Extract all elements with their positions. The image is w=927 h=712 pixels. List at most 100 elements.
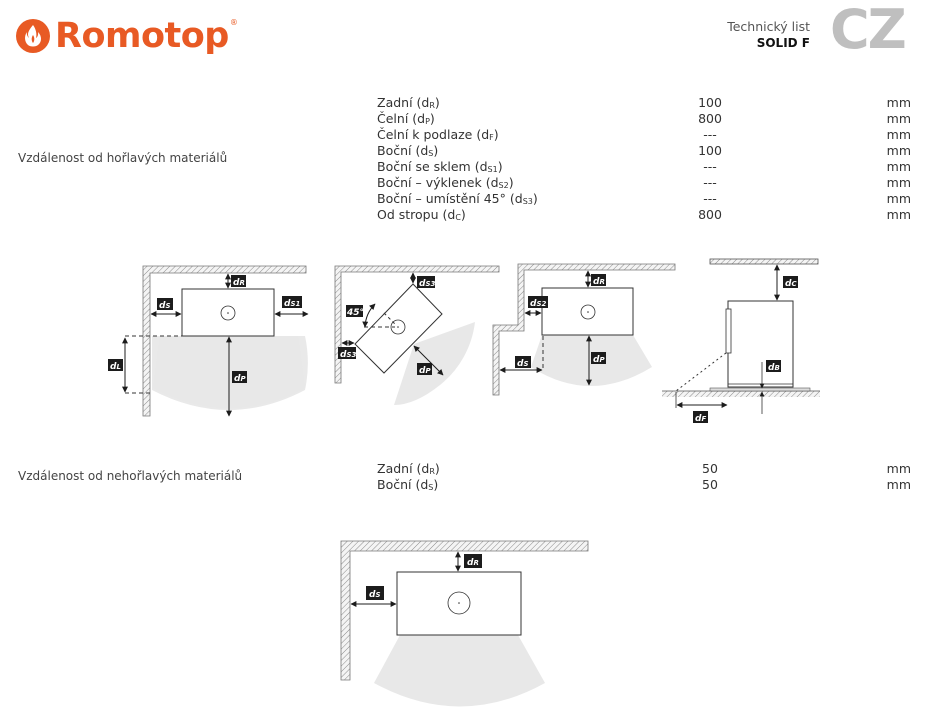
document-type: Technický list [727, 19, 810, 34]
spec-row: Boční – výklenek (dS2) --- mm [377, 175, 911, 191]
svg-text:dS3: dS3 [340, 350, 356, 360]
svg-text:dR: dR [233, 278, 245, 288]
spec-value: --- [703, 159, 717, 174]
label-d-p: dP [417, 363, 432, 376]
spec-name: Boční se sklem (dS1) [377, 159, 503, 174]
floor-hatch [662, 391, 820, 397]
spec-value: 100 [698, 143, 722, 158]
floor-plate [709, 387, 811, 392]
spec-value: 800 [698, 207, 722, 222]
label-d-l: dL [108, 359, 123, 372]
svg-text:45°: 45° [346, 308, 364, 318]
heat-radiation-zone [374, 635, 545, 707]
svg-text:dB: dB [768, 363, 780, 373]
spec-name: Boční (dS) [377, 143, 439, 158]
romotop-logo: Romotop ® [16, 18, 238, 54]
wall-hatch [334, 265, 500, 384]
spec-unit: mm [886, 477, 911, 492]
flue-outlet [220, 305, 236, 321]
label-d-s: dS [515, 356, 531, 369]
spec-value: --- [703, 127, 717, 142]
svg-text:dP: dP [234, 374, 246, 384]
label-d-f: dF [693, 411, 708, 424]
spec-row: Boční (dS) 100 mm [377, 143, 911, 159]
spec-unit: mm [886, 159, 911, 174]
spec-row: Zadní (dR) 100 mm [377, 95, 911, 111]
svg-text:dC: dC [785, 279, 797, 289]
spec-row: Zadní (dR) 50 mm [377, 461, 911, 477]
brand-name: Romotop [55, 16, 229, 56]
model-name: SOLID F [756, 36, 810, 50]
label-d-s1: dS1 [282, 296, 302, 309]
spec-value: 50 [702, 477, 718, 492]
spec-row: Čelní k podlaze (dF)---mm [377, 127, 911, 143]
spec-row: Od stropu (dC) 800 mm [377, 207, 911, 223]
non-flammable-section-label: Vzdálenost od nehořlavých materiálů [18, 469, 243, 483]
spec-row: Boční (dS) 50 mm [377, 477, 911, 493]
svg-text:dS2: dS2 [530, 299, 546, 309]
spec-value: 50 [702, 461, 718, 476]
stove-side [727, 300, 794, 388]
spec-value: 800 [698, 111, 722, 126]
diagram-side-view: dC dB dF [662, 258, 820, 424]
diagram-alcove-placement: dR dS2 dS dP [492, 263, 676, 396]
spec-unit: mm [886, 95, 911, 110]
spec-unit: mm [886, 175, 911, 190]
ceiling-hatch [709, 258, 819, 265]
language-code: CZ [830, 0, 907, 61]
spec-name: Boční – umístění 45° (dS3) [377, 191, 538, 206]
document-header: Technický list SOLID F [727, 18, 810, 52]
label-d-c: dC [783, 276, 798, 289]
flame-icon [16, 19, 50, 53]
diagram-45-degree-placement: 45° dS3 dS3 dP [334, 265, 500, 405]
flue-outlet [390, 319, 406, 335]
spec-name: Boční – výklenek (dS2) [377, 175, 514, 190]
wall-hatch [492, 263, 676, 396]
spec-unit: mm [886, 111, 911, 126]
svg-text:dL: dL [110, 362, 121, 372]
spec-name: Boční (dS) [377, 477, 439, 492]
spec-name: Čelní k podlaze (dF) [377, 127, 499, 142]
registered-mark: ® [229, 17, 238, 27]
label-d-s2: dS2 [528, 296, 548, 309]
spec-row: Čelní (dP) 800 mm [377, 111, 911, 127]
flammable-section-label: Vzdálenost od hořlavých materiálů [18, 151, 228, 165]
label-d-s3-top: dS3 [417, 276, 435, 289]
label-d-r: dR [591, 274, 606, 287]
spec-name: Zadní (dR) [377, 461, 440, 476]
spec-name: Zadní (dR) [377, 95, 440, 110]
label-d-p: dP [232, 371, 247, 384]
svg-text:dS: dS [159, 301, 171, 311]
svg-text:dS3: dS3 [419, 279, 435, 289]
wall-hatch [142, 265, 307, 417]
door-glass [725, 308, 732, 354]
label-d-r: dR [464, 554, 482, 568]
svg-text:dS: dS [517, 359, 529, 369]
spec-name: Od stropu (dC) [377, 207, 466, 222]
flue-outlet [580, 304, 596, 320]
spec-name: Čelní (dP) [377, 111, 435, 126]
svg-text:dP: dP [419, 366, 431, 376]
spec-value: --- [703, 175, 717, 190]
flue-outlet [447, 591, 471, 615]
svg-text:dS1: dS1 [284, 299, 300, 309]
diagram-corner-placement: dR dS dS1 dL dP [108, 265, 309, 417]
svg-text:dR: dR [467, 558, 479, 568]
svg-text:dF: dF [695, 414, 706, 424]
spec-unit: mm [886, 461, 911, 476]
wall-hatch [340, 540, 589, 681]
label-d-s3-left: dS3 [338, 347, 356, 360]
spec-unit: mm [886, 207, 911, 222]
diagram-non-flammable: dR dS [340, 540, 589, 707]
svg-text:dS: dS [369, 590, 381, 600]
label-angle-45: 45° [346, 305, 364, 318]
label-d-s: dS [157, 298, 173, 311]
svg-text:dP: dP [593, 355, 605, 365]
spec-value: 100 [698, 95, 722, 110]
label-d-b: dB [766, 360, 781, 373]
spec-unit: mm [886, 143, 911, 158]
spec-value: --- [703, 191, 717, 206]
